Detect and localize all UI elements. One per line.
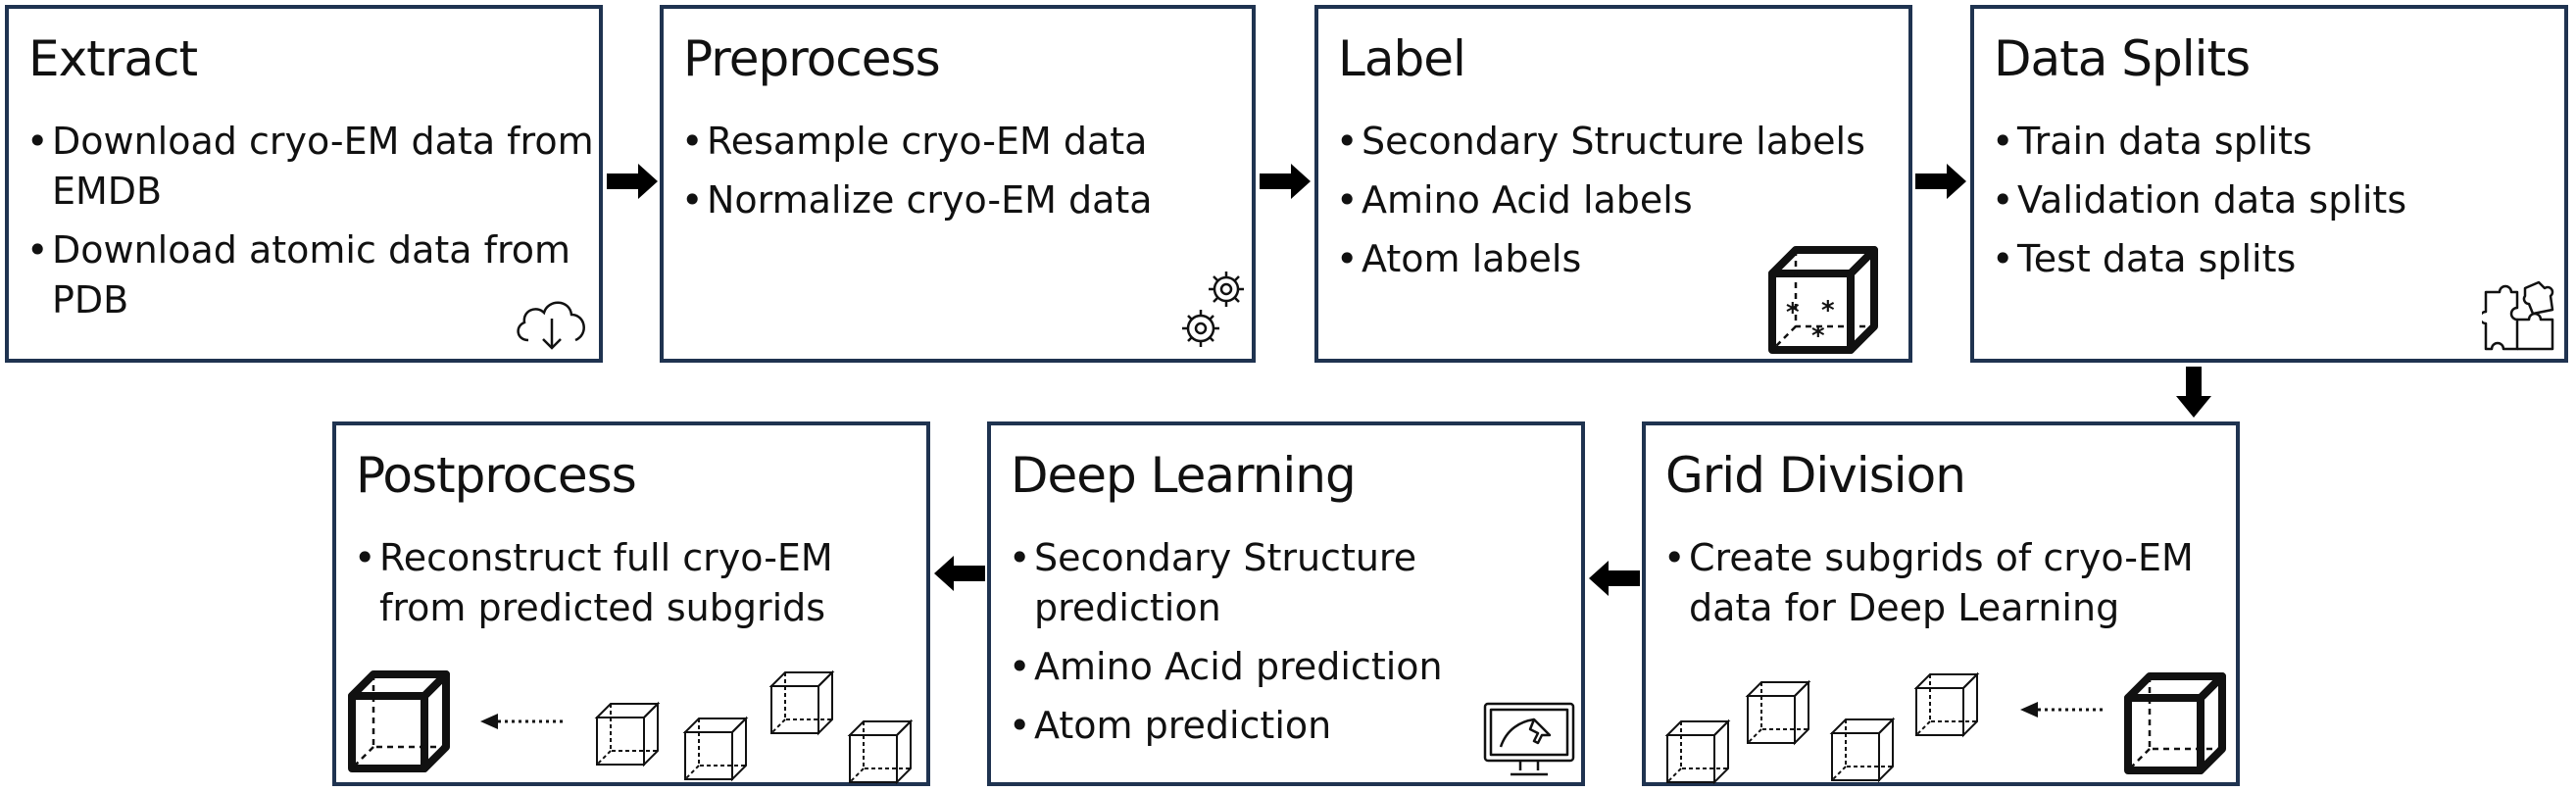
bullet-item: Download atomic data from PDB bbox=[26, 225, 599, 325]
stage-title: Deep Learning bbox=[1011, 447, 1357, 504]
labeled-cube-icon: *** bbox=[1764, 244, 1882, 357]
stage-label: Label Secondary Structure labels Amino A… bbox=[1314, 5, 1912, 363]
stage-extract: Extract Download cryo-EM data from EMDB … bbox=[5, 5, 603, 363]
subgrid-cube-icon bbox=[1663, 718, 1732, 786]
subgrid-cube-icon bbox=[1912, 670, 1981, 739]
stage-postprocess: Postprocess Reconstruct full cryo-EM fro… bbox=[332, 421, 930, 786]
bullet-item: Reconstruct full cryo-EM from predicted … bbox=[354, 533, 889, 633]
stage-data-splits: Data Splits Train data splits Validation… bbox=[1970, 5, 2568, 363]
stage-grid-division: Grid Division Create subgrids of cryo-EM… bbox=[1642, 421, 2240, 786]
svg-text:*: * bbox=[1786, 298, 1800, 327]
bullet-list: Train data splits Validation data splits… bbox=[1992, 117, 2406, 293]
svg-text:*: * bbox=[1811, 322, 1825, 351]
stage-preprocess: Preprocess Resample cryo-EM data Normali… bbox=[660, 5, 1256, 363]
bullet-item: Amino Acid labels bbox=[1336, 175, 1865, 225]
cloud-download-icon bbox=[511, 291, 593, 352]
bullet-item: Download cryo-EM data from EMDB bbox=[26, 117, 599, 217]
dotted-arrow-icon bbox=[478, 710, 567, 733]
svg-text:*: * bbox=[1821, 296, 1835, 325]
arrow-data-splits-to-grid-division bbox=[2174, 365, 2213, 420]
reassembled-cube-icon bbox=[344, 668, 452, 776]
full-cube-icon bbox=[2120, 670, 2228, 778]
bullet-item: Create subgrids of cryo-EM data for Deep… bbox=[1663, 533, 2238, 633]
subgrid-cube-icon bbox=[846, 718, 915, 786]
stage-title: Data Splits bbox=[1994, 30, 2251, 87]
stage-title: Extract bbox=[28, 30, 198, 87]
bullet-list: Resample cryo-EM data Normalize cryo-EM … bbox=[681, 117, 1153, 234]
bullet-item: Train data splits bbox=[1992, 117, 2406, 167]
stage-title: Label bbox=[1338, 30, 1466, 87]
arrow-label-to-data-splits bbox=[1913, 162, 1968, 201]
bullet-list: Reconstruct full cryo-EM from predicted … bbox=[354, 533, 889, 642]
subgrid-cube-icon bbox=[1828, 716, 1897, 784]
bullet-item: Secondary Structure prediction bbox=[1009, 533, 1485, 633]
bullet-item: Amino Acid prediction bbox=[1009, 642, 1485, 692]
bullet-list: Download cryo-EM data from EMDB Download… bbox=[26, 117, 599, 334]
bullet-item: Test data splits bbox=[1992, 234, 2406, 284]
stage-title: Grid Division bbox=[1665, 447, 1966, 504]
monitor-icon bbox=[1481, 700, 1577, 780]
bullet-list: Create subgrids of cryo-EM data for Deep… bbox=[1663, 533, 2238, 642]
bullet-list: Secondary Structure prediction Amino Aci… bbox=[1009, 533, 1485, 760]
subgrid-cube-icon bbox=[1744, 678, 1812, 747]
arrow-preprocess-to-label bbox=[1258, 162, 1313, 201]
subgrid-cube-icon bbox=[593, 700, 662, 768]
arrow-extract-to-preprocess bbox=[605, 162, 660, 201]
stage-deep-learning: Deep Learning Secondary Structure predic… bbox=[987, 421, 1585, 786]
subgrid-cube-icon bbox=[681, 715, 750, 783]
arrow-deep-learning-to-postprocess bbox=[932, 554, 987, 593]
gears-icon bbox=[1173, 266, 1256, 356]
bullet-list: Secondary Structure labels Amino Acid la… bbox=[1336, 117, 1865, 293]
bullet-item: Atom prediction bbox=[1009, 701, 1485, 751]
stage-title: Preprocess bbox=[683, 30, 941, 87]
bullet-item: Secondary Structure labels bbox=[1336, 117, 1865, 167]
bullet-item: Atom labels bbox=[1336, 234, 1865, 284]
bullet-item: Validation data splits bbox=[1992, 175, 2406, 225]
subgrid-cube-icon bbox=[768, 668, 836, 737]
bullet-item: Normalize cryo-EM data bbox=[681, 175, 1153, 225]
arrow-grid-division-to-deep-learning bbox=[1587, 559, 1642, 598]
puzzle-icon bbox=[2482, 278, 2556, 357]
bullet-item: Resample cryo-EM data bbox=[681, 117, 1153, 167]
stage-title: Postprocess bbox=[356, 447, 637, 504]
dotted-arrow-icon bbox=[2018, 698, 2106, 721]
